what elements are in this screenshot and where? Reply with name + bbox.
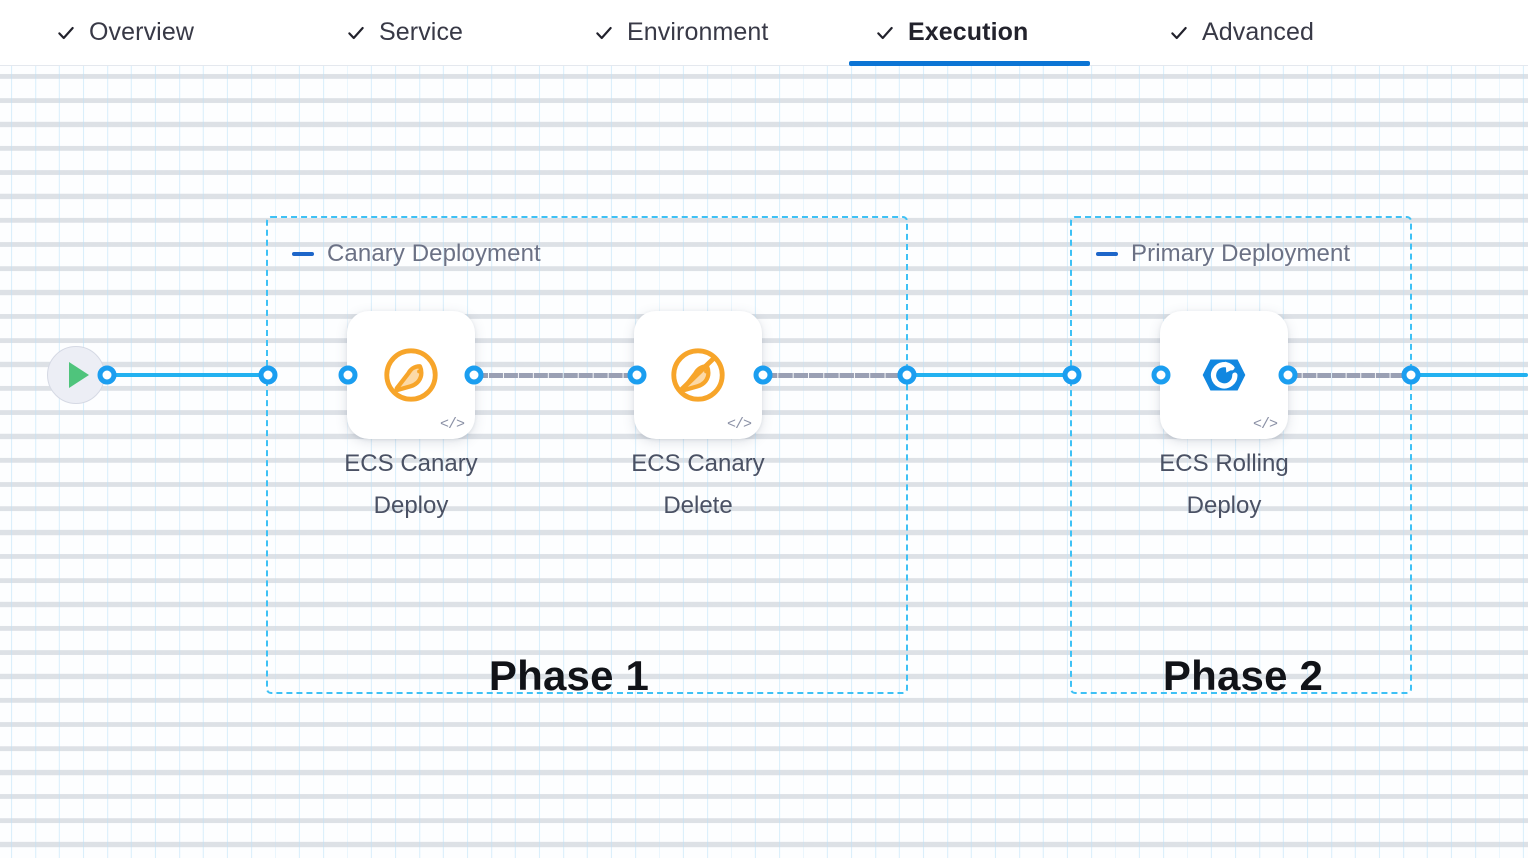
tab-label: Environment xyxy=(627,18,769,46)
connector-edge xyxy=(474,373,637,378)
connector-port[interactable] xyxy=(258,365,278,385)
connector-port[interactable] xyxy=(627,365,647,385)
step-node-label: ECS Canary Delete xyxy=(631,450,765,519)
step-node-ecs-rolling-deploy[interactable]: </> ECS Rolling Deploy xyxy=(1159,311,1289,519)
step-group-primary-deployment[interactable]: Primary Deployment xyxy=(1070,216,1412,694)
step-node-label: ECS Rolling Deploy xyxy=(1159,450,1289,519)
pipeline-config-tabbar: Overview Service Environment Execution A… xyxy=(0,0,1528,66)
connector-edge xyxy=(1288,373,1411,378)
minus-icon[interactable] xyxy=(1096,252,1118,256)
tab-environment[interactable]: Environment xyxy=(568,0,818,66)
phase-annotation-1: Phase 1 xyxy=(488,652,650,699)
connector-port[interactable] xyxy=(97,365,117,385)
step-node-ecs-canary-deploy[interactable]: </> ECS Canary Deploy xyxy=(344,311,478,519)
connector-port[interactable] xyxy=(753,365,773,385)
tab-label: Advanced xyxy=(1202,18,1314,46)
group-title: Primary Deployment xyxy=(1131,240,1351,267)
tab-label: Execution xyxy=(908,18,1029,46)
connector-edge xyxy=(763,373,907,378)
connector-edge xyxy=(1411,373,1528,377)
connector-port[interactable] xyxy=(1278,365,1298,385)
check-icon xyxy=(875,23,895,43)
canvas-groups-layer: Canary Deployment Primary Deployment xyxy=(0,66,1528,858)
rolling-deploy-icon xyxy=(1193,344,1255,406)
code-icon[interactable]: </> xyxy=(726,416,752,433)
group-header: Primary Deployment xyxy=(1096,240,1350,268)
canvas-nodes-layer: </> ECS Canary Deploy </> ECS Canary Del… xyxy=(0,66,1528,858)
step-node-label: ECS Canary Deploy xyxy=(344,450,478,519)
tab-service[interactable]: Service xyxy=(320,0,498,66)
connector-port[interactable] xyxy=(464,365,484,385)
phase-annotation-2: Phase 2 xyxy=(1162,652,1324,699)
pipeline-canvas[interactable]: Canary Deployment Primary Deployment </>… xyxy=(0,66,1528,858)
play-icon xyxy=(63,362,89,388)
step-group-canary-deployment[interactable]: Canary Deployment xyxy=(266,216,908,694)
code-icon[interactable]: </> xyxy=(439,416,465,433)
step-node-ecs-canary-delete[interactable]: </> ECS Canary Delete xyxy=(631,311,765,519)
canary-bird-delete-icon xyxy=(667,344,729,406)
group-header: Canary Deployment xyxy=(292,240,541,268)
connector-port[interactable] xyxy=(897,365,917,385)
step-node-card[interactable]: </> xyxy=(347,311,475,439)
canary-bird-icon xyxy=(380,344,442,406)
minus-icon[interactable] xyxy=(292,252,314,256)
check-icon xyxy=(594,23,614,43)
tab-execution[interactable]: Execution xyxy=(849,0,1090,66)
check-icon xyxy=(56,23,76,43)
connector-port[interactable] xyxy=(1401,365,1421,385)
group-title: Canary Deployment xyxy=(327,240,541,267)
connector-port[interactable] xyxy=(338,365,358,385)
tab-label: Overview xyxy=(89,18,194,46)
connector-edge xyxy=(907,373,1072,377)
canvas-annotations-layer: Phase 1 Phase 2 xyxy=(0,66,1528,858)
tab-advanced[interactable]: Advanced xyxy=(1143,0,1358,66)
pipeline-start[interactable] xyxy=(47,346,105,404)
connector-edge xyxy=(107,373,268,377)
tab-overview[interactable]: Overview xyxy=(30,0,230,66)
tab-label: Service xyxy=(379,18,464,46)
check-icon xyxy=(1169,23,1189,43)
code-icon[interactable]: </> xyxy=(1252,416,1278,433)
connector-port[interactable] xyxy=(1151,365,1171,385)
canvas-ports-layer xyxy=(0,66,1528,858)
connector-port[interactable] xyxy=(1062,365,1082,385)
check-icon xyxy=(346,23,366,43)
step-node-card[interactable]: </> xyxy=(634,311,762,439)
step-node-card[interactable]: </> xyxy=(1160,311,1288,439)
